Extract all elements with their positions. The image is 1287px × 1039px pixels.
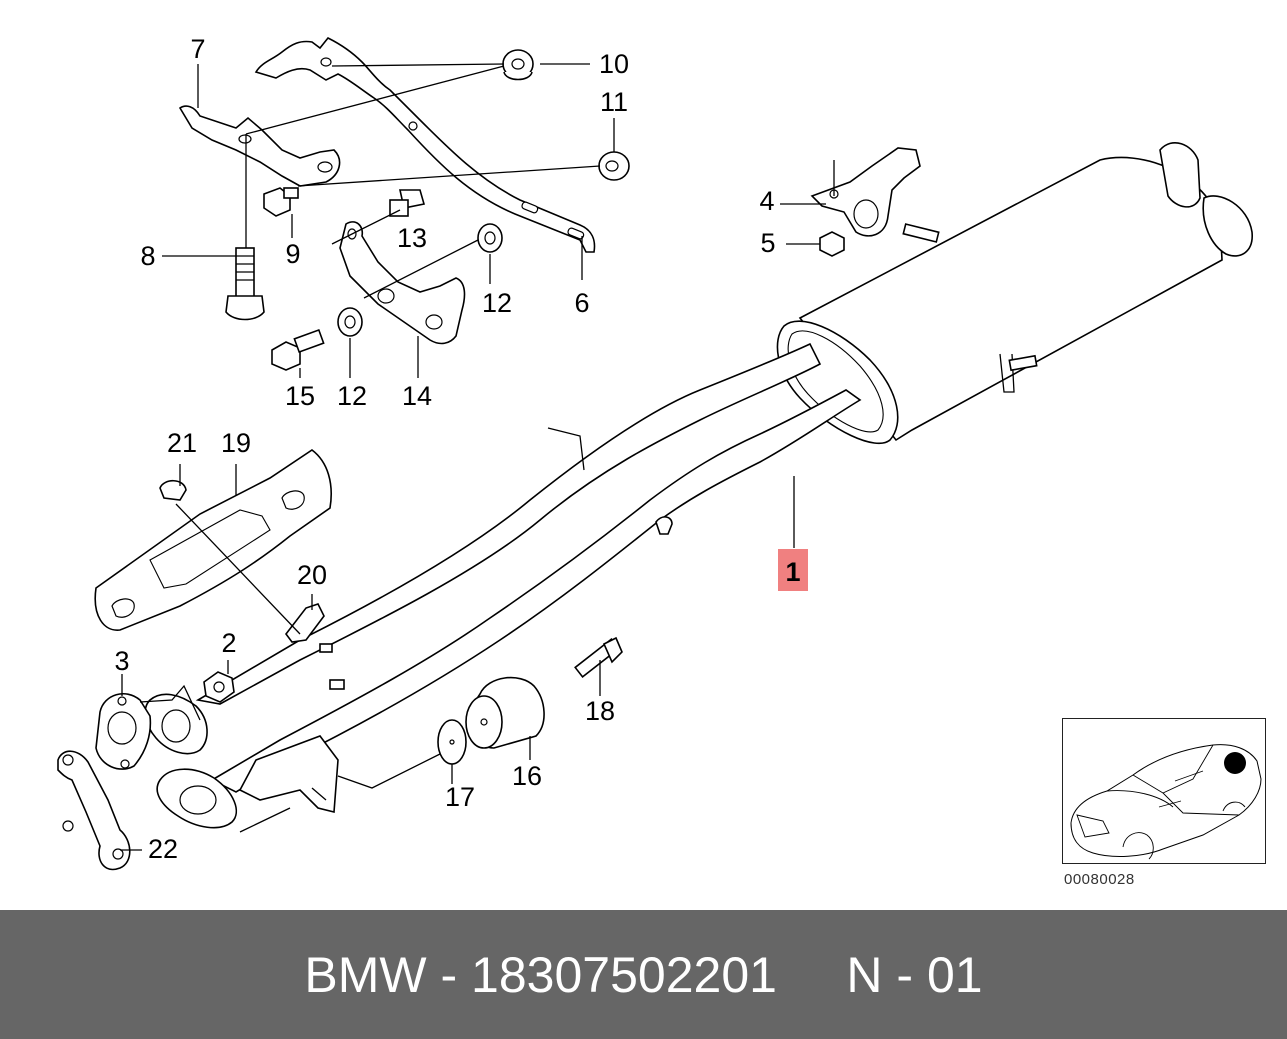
footer-suffix: N - 01 (846, 946, 983, 1003)
diagram-id: 00080028 (1064, 871, 1135, 888)
screw-21 (159, 479, 187, 501)
callout-10: 10 (599, 49, 629, 79)
footer-part-number: 18307502201 (471, 946, 777, 1003)
callout-labels: 1 2 3 4 5 6 7 8 9 10 11 12 12 13 14 15 1… (114, 34, 800, 864)
nut-2 (203, 671, 235, 703)
rubber-mount-16 (465, 676, 545, 749)
callout-22: 22 (148, 834, 178, 864)
bracket-22 (57, 750, 131, 871)
clip-20 (284, 603, 325, 643)
callout-12-lower: 12 (337, 381, 367, 411)
heat-shield-19 (94, 449, 332, 631)
callout-12-upper: 12 (482, 288, 512, 318)
callout-11: 11 (600, 87, 628, 117)
callout-19: 19 (221, 428, 251, 458)
leader-lines (120, 63, 835, 851)
callout-7: 7 (190, 34, 205, 64)
callout-5: 5 (760, 228, 775, 258)
callout-18: 18 (585, 696, 615, 726)
callout-21: 21 (167, 428, 197, 458)
gasket-3 (95, 692, 152, 770)
bolt-8 (225, 247, 265, 321)
footer-bar: BMW - 18307502201 N - 01 (0, 910, 1287, 1039)
callout-1: 1 (785, 557, 800, 587)
callout-15: 15 (285, 381, 315, 411)
parts-diagram: 1 2 3 4 5 6 7 8 9 10 11 12 12 13 14 15 1… (57, 34, 1266, 888)
washer-12-lower (337, 307, 363, 337)
nut-5 (819, 231, 845, 257)
car-location-icon (1070, 744, 1262, 860)
footer-brand: BMW (304, 946, 427, 1003)
callout-2: 2 (221, 628, 236, 658)
location-dot-icon (1224, 752, 1246, 774)
rubber-nut-10 (502, 49, 534, 81)
footer-text: BMW - 18307502201 N - 01 (0, 910, 1287, 1039)
callout-16: 16 (512, 761, 542, 791)
bracket-14 (339, 221, 466, 345)
inset-car-location (1062, 718, 1266, 864)
footer-gap (777, 946, 846, 1004)
footer-separator: - (426, 946, 472, 1003)
bolt-18 (574, 636, 623, 679)
callout-20: 20 (297, 560, 327, 590)
washer-12-upper (477, 223, 503, 253)
callout-8: 8 (140, 241, 155, 271)
exhaust-diagram-drawing: 1 2 3 4 5 6 7 8 9 10 11 12 12 13 14 15 1… (57, 34, 1253, 871)
callout-6: 6 (574, 288, 589, 318)
callout-13: 13 (397, 223, 427, 253)
bolt-15 (271, 328, 325, 371)
callout-14: 14 (402, 381, 432, 411)
muffler-hanger-4 (810, 147, 940, 243)
bolt-13 (389, 189, 426, 217)
washer-17 (437, 719, 467, 765)
rear-hanger-bracket (178, 36, 596, 253)
callout-3: 3 (114, 646, 129, 676)
bolt-9 (263, 187, 299, 217)
rubber-nut-11 (598, 151, 630, 181)
exhaust-system-1 (144, 141, 1253, 829)
highlight-box-1 (778, 549, 808, 591)
callout-17: 17 (445, 782, 475, 812)
callout-4: 4 (759, 186, 774, 216)
callout-9: 9 (285, 239, 300, 269)
